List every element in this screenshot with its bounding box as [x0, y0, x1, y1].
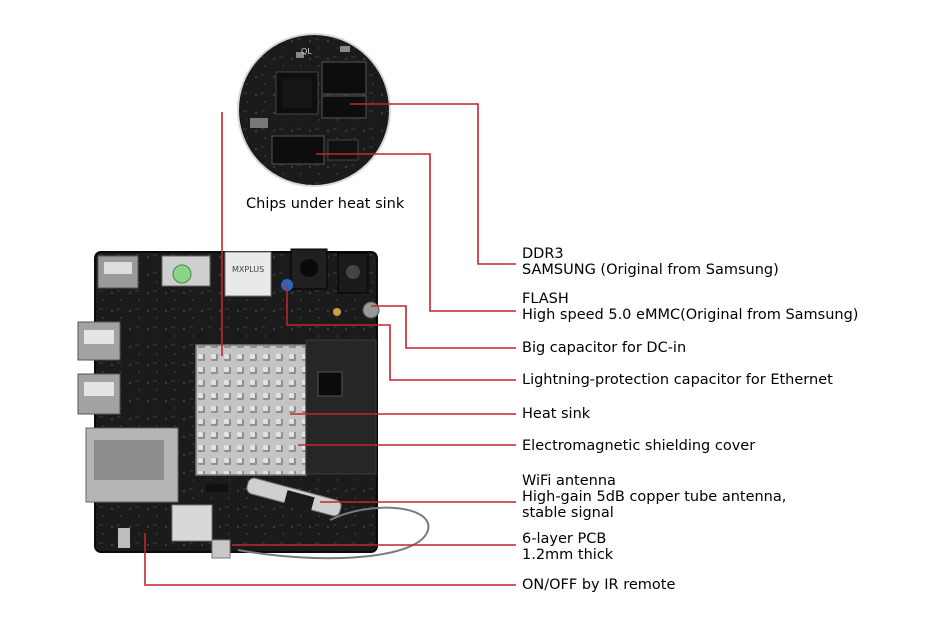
callout-wifi-title: WiFi antenna: [522, 473, 616, 489]
callout-ddr3: DDR3 SAMSUNG (Original from Samsung): [522, 246, 779, 278]
dc-capacitor: [362, 301, 380, 319]
callout-pcb-detail: 1.2mm thick: [522, 547, 614, 563]
callout-ddr3-title: DDR3: [522, 246, 564, 262]
heat-sink: [195, 344, 307, 476]
tv-box-board: MXPLUS: [77, 248, 380, 559]
callout-flash-detail: High speed 5.0 eMMC(Original from Samsun…: [522, 307, 859, 323]
leader-lines: [144, 103, 516, 586]
chip-marking-ql: QL: [301, 47, 312, 56]
callout-wifi-antenna: WiFi antenna High-gain 5dB copper tube a…: [522, 473, 786, 521]
callout-heat-sink-text: Heat sink: [522, 406, 591, 422]
mxplus-marking: MXPLUS: [232, 265, 264, 274]
callout-lightning-capacitor-text: Lightning-protection capacitor for Ether…: [522, 372, 833, 388]
callout-big-capacitor: Big capacitor for DC-in: [522, 340, 686, 356]
callout-flash-title: FLASH: [522, 291, 569, 307]
ir-receiver: [118, 528, 130, 548]
callout-flash: FLASH High speed 5.0 eMMC(Original from …: [522, 291, 858, 323]
callout-pcb: 6-layer PCB 1.2mm thick: [522, 531, 613, 563]
callout-pcb-title: 6-layer PCB: [522, 531, 607, 547]
leader-ir: [144, 533, 516, 586]
em-shield-cover: [305, 339, 377, 475]
wifi-antenna: [237, 477, 430, 560]
leader-big-capacitor: [371, 305, 516, 349]
callout-ddr3-detail: SAMSUNG (Original from Samsung): [522, 262, 779, 278]
ethernet-transformer: [224, 251, 272, 297]
callout-wifi-detail-2: stable signal: [522, 505, 614, 521]
chip-zoom-caption: Chips under heat sink: [246, 196, 405, 212]
callout-wifi-detail-1: High-gain 5dB copper tube antenna,: [522, 489, 787, 505]
callout-ir-remote: ON/OFF by IR remote: [522, 577, 675, 593]
chip-zoom-circle: QL: [237, 33, 391, 187]
callout-big-capacitor-text: Big capacitor for DC-in: [522, 340, 687, 356]
callout-lightning-capacitor: Lightning-protection capacitor for Ether…: [522, 372, 833, 388]
leader-ddr3: [350, 103, 516, 265]
callout-em-shield-text: Electromagnetic shielding cover: [522, 438, 756, 454]
callout-heat-sink: Heat sink: [522, 406, 590, 422]
leader-lightning-capacitor: [286, 285, 516, 381]
leader-flash: [316, 153, 516, 312]
callout-em-shield: Electromagnetic shielding cover: [522, 438, 755, 454]
wifi-module: [171, 504, 213, 542]
callout-ir-remote-text: ON/OFF by IR remote: [522, 577, 676, 593]
